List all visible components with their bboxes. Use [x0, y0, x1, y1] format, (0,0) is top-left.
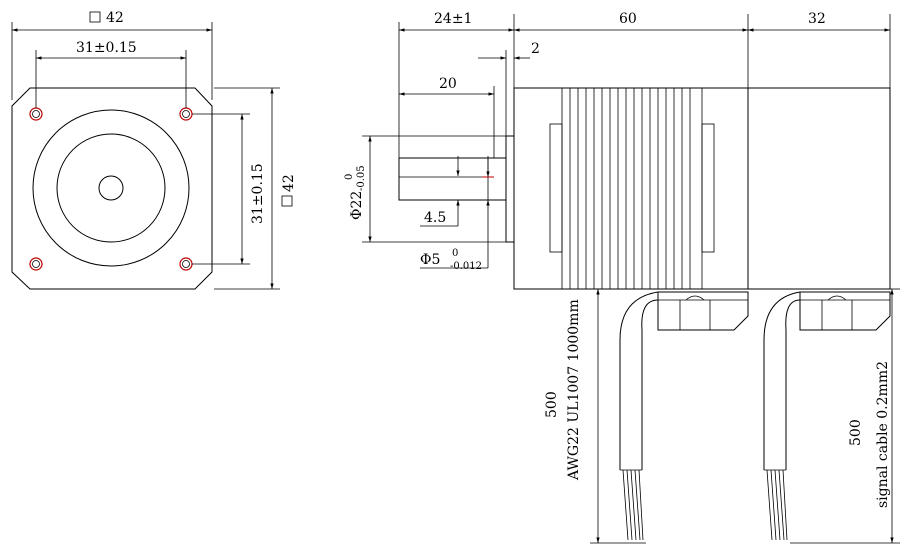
dim-flat-length: 20: [439, 76, 457, 92]
dim-shaft-length: 24±1: [434, 11, 472, 27]
dim-body-length: 60: [619, 11, 637, 27]
dim-shaft-diameter: Φ5: [420, 252, 440, 268]
dim-hole-pitch-v: 31±0.15: [250, 163, 266, 224]
pilot: [505, 135, 515, 243]
side-view: 24±1 60 32 2 20 Φ22 0 -0.05 4.5 Φ5 0 -0.…: [344, 11, 900, 544]
dim-flange-height: 2: [531, 41, 540, 57]
signal-cable-gland: [799, 291, 891, 331]
dim-pilot-tol-upper: 0: [344, 174, 355, 180]
square-symbol-side: [281, 195, 293, 207]
front-view: 42 31±0.15 31±0.15 42: [11, 10, 297, 290]
mounting-hole-bl: [29, 257, 43, 271]
dim-flat-depth: 4.5: [424, 210, 446, 226]
dim-hole-pitch-h: 31±0.15: [76, 40, 137, 56]
dim-shaft-tol-upper: 0: [452, 248, 458, 259]
shaft: [398, 157, 506, 201]
lamination-stack: [561, 87, 703, 290]
mounting-holes: [29, 107, 193, 271]
motor-cable: [619, 291, 659, 470]
mounting-hole-tr: [179, 107, 193, 121]
encoder-housing: [747, 87, 891, 290]
pilot-circle-inner: [56, 133, 166, 243]
front-outline: [11, 87, 213, 290]
dim-square-42-side: 42: [281, 174, 297, 192]
signal-cable-spec: signal cable 0.2mm2: [875, 361, 891, 508]
mounting-hole-tl: [29, 107, 43, 121]
dim-square-42-top: 42: [106, 10, 124, 26]
dim-pilot-diameter: Φ22: [349, 191, 365, 220]
dim-shaft-tol-lower: -0.012: [450, 261, 482, 272]
signal-cable: [763, 291, 801, 470]
mounting-hole-br: [179, 257, 193, 271]
front-flange: [513, 87, 749, 290]
square-symbol: [89, 11, 101, 23]
shaft-circle: [98, 175, 124, 201]
dim-encoder-length: 32: [808, 11, 826, 27]
dim-pilot-tol-lower: -0.05: [356, 165, 367, 191]
motor-cable-gland: [657, 291, 749, 331]
dim-motor-cable-length: 500: [544, 391, 560, 418]
pilot-circle-outer: [32, 109, 190, 267]
motor-cable-spec: AWG22 UL1007 1000mm: [566, 299, 582, 481]
dim-signal-cable-length: 500: [848, 419, 864, 446]
